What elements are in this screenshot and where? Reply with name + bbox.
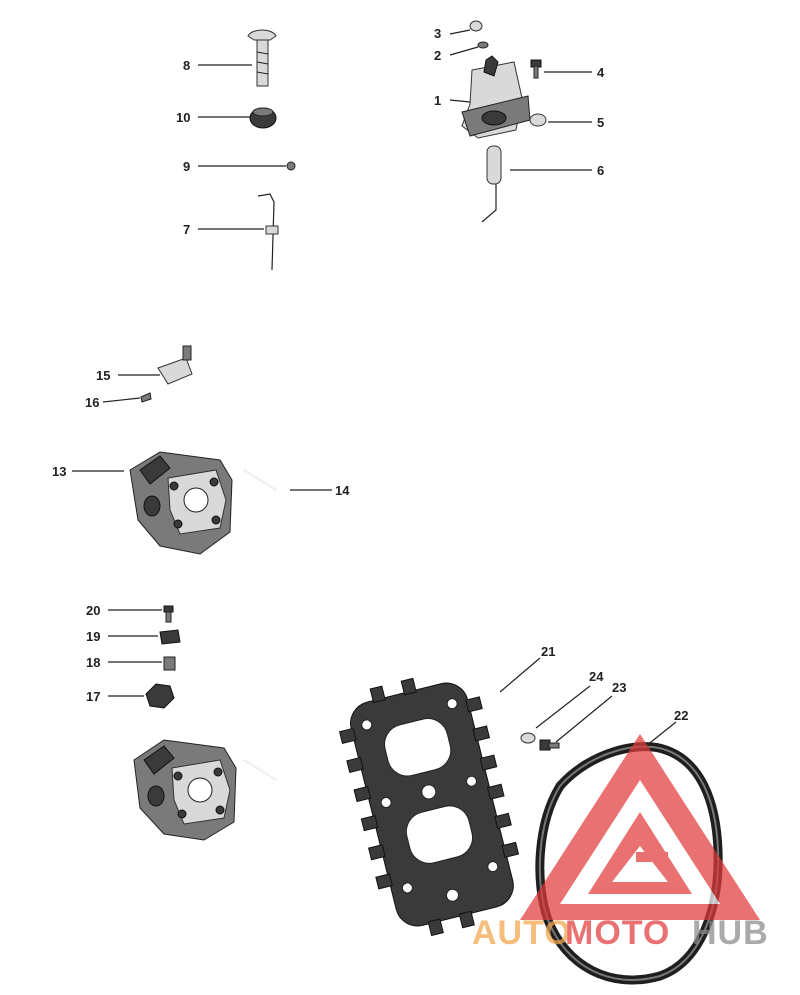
part-23-screw [539, 739, 560, 751]
watermark-text-auto: AUTO [472, 914, 572, 952]
carburetor-lower-group: 20 19 18 17 [86, 603, 277, 841]
callout-5: 5 [597, 115, 604, 130]
part-20-screw [163, 605, 174, 623]
part-16-screw [140, 392, 152, 403]
callout-17: 17 [86, 689, 100, 704]
callout-22: 22 [674, 708, 688, 723]
callout-2: 2 [434, 48, 441, 63]
callout-19: 19 [86, 629, 100, 644]
watermark-text-moto: MOTO [565, 914, 670, 952]
part-14-screw [243, 469, 277, 491]
callout-15: 15 [96, 368, 110, 383]
part-15-lever [157, 345, 193, 385]
solenoid-assembly-group: 3 2 1 4 5 6 [434, 20, 605, 223]
carburetor-assembly-lower [133, 739, 277, 841]
callout-18: 18 [86, 655, 100, 670]
part-3-nut [469, 20, 483, 32]
callout-9: 9 [183, 159, 190, 174]
part-10-nut [249, 107, 277, 129]
callout-6: 6 [597, 163, 604, 178]
callout-8: 8 [183, 58, 190, 73]
automotohub-watermark: AUTO MOTO HUB [472, 734, 769, 952]
part-19-plate [159, 629, 181, 645]
part-5-nut [529, 113, 547, 127]
part-7-rod [257, 193, 279, 271]
carburetor-upper-group: 15 16 13 14 [52, 345, 350, 555]
callout-16: 16 [85, 395, 99, 410]
part-24-washer [520, 732, 536, 744]
callout-1: 1 [434, 93, 441, 108]
part-2-washer [477, 41, 489, 49]
part-9-screw [286, 161, 296, 171]
part-4-screw [530, 59, 542, 79]
callout-10: 10 [176, 110, 190, 125]
callout-21: 21 [541, 644, 555, 659]
callout-7: 7 [183, 222, 190, 237]
part-13-carburetor [129, 451, 233, 555]
callout-13: 13 [52, 464, 66, 479]
part-6-sleeve [481, 145, 502, 223]
part-21-gasket [338, 677, 520, 937]
callout-14: 14 [335, 483, 350, 498]
part-8-bolt [247, 29, 277, 87]
callout-24: 24 [589, 669, 604, 684]
callout-4: 4 [597, 65, 605, 80]
watermark-text-hub: HUB [692, 914, 769, 952]
part-1-solenoid-body [461, 55, 531, 139]
callout-20: 20 [86, 603, 100, 618]
callout-3: 3 [434, 26, 441, 41]
part-18-spring [163, 656, 176, 671]
callout-23: 23 [612, 680, 626, 695]
bolt-group: 8 10 9 7 [176, 29, 296, 271]
part-17-cap [145, 683, 175, 709]
